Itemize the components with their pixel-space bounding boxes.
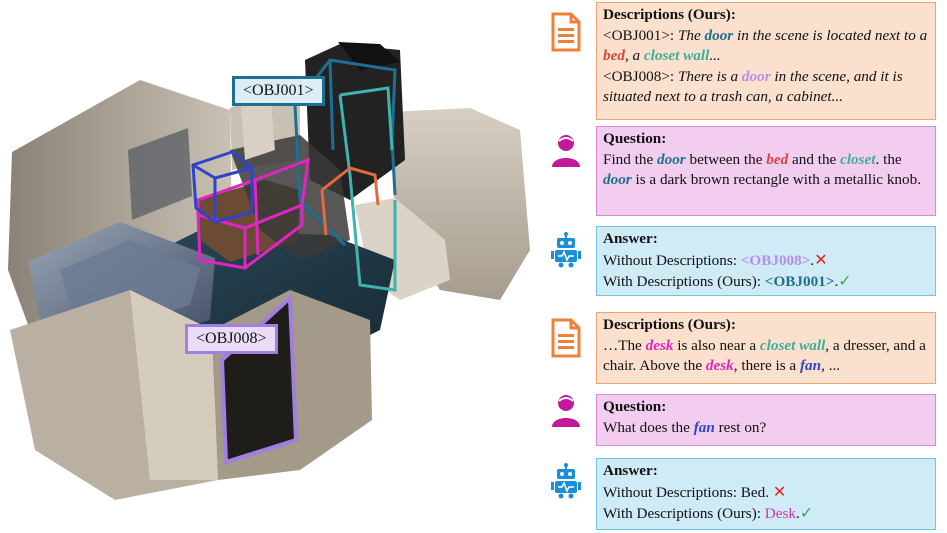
question-panel-2: Question: What does the fan rest on?	[596, 394, 936, 446]
check-icon: ✓	[838, 271, 852, 290]
obj008-label: <OBJ008>	[185, 324, 278, 354]
robot-icon	[551, 232, 581, 268]
text-fragment: , a dresser, and a chair. Above the	[603, 336, 926, 375]
keyword-closet: closet	[840, 150, 876, 168]
center-clutter	[230, 135, 350, 260]
keyword-door: door	[657, 150, 686, 168]
text-fragment: …The	[603, 336, 646, 354]
text-fragment: Without Descriptions:	[603, 483, 741, 501]
question-text: What does the fan rest on?	[603, 418, 929, 439]
cross-icon: ✕	[772, 481, 787, 501]
text-fragment: rest on?	[714, 418, 767, 436]
keyword-fan: fan	[693, 418, 715, 436]
keyword-door: door	[741, 67, 771, 85]
text-fragment: is a dark brown rectangle with a metalli…	[631, 171, 922, 188]
text-fragment: . the	[875, 150, 902, 168]
user-icon	[552, 135, 580, 167]
check-icon: ✓	[799, 503, 814, 522]
answer-panel-1: Answer: Without Descriptions: <OBJ008>.✕…	[596, 226, 936, 296]
obj008-bounding-box	[219, 293, 299, 465]
document-icon	[551, 12, 581, 52]
robot-icon	[551, 463, 581, 499]
panel-title: Question:	[603, 130, 667, 147]
text-fragment: What does the	[603, 418, 694, 436]
answer-value: Desk	[764, 505, 797, 522]
cross-icon: ✕	[814, 249, 828, 269]
panel-title: Answer:	[603, 462, 658, 479]
text-fragment: The	[677, 26, 705, 44]
text-fragment: .	[810, 251, 815, 269]
keyword-bed: bed	[603, 47, 625, 64]
panel-title: Answer:	[603, 230, 658, 247]
question-panel-1: Question: Find the door between the bed …	[596, 126, 936, 216]
closet-bounding-box	[338, 86, 397, 292]
object-id: <OBJ001>:	[603, 26, 678, 44]
text-fragment: between the	[685, 150, 767, 168]
text-fragment: .	[834, 273, 839, 290]
answer-without: Without Descriptions: Bed. ✕	[603, 482, 929, 504]
description-text: <OBJ001>: The door in the scene is locat…	[603, 26, 929, 108]
keyword-fan: fan	[799, 357, 822, 374]
keyword-closet-wall: closet wall	[643, 47, 710, 64]
text-fragment: , a	[624, 47, 644, 64]
text-fragment: , ...	[821, 357, 841, 374]
text-fragment: and the	[788, 150, 841, 168]
keyword-door: door	[603, 171, 632, 188]
descriptions-panel-2: Descriptions (Ours): …The desk is also n…	[596, 312, 936, 384]
text-fragment: ...	[709, 47, 721, 64]
answer-panel-2: Answer: Without Descriptions: Bed. ✕ Wit…	[596, 458, 936, 530]
question-text: Find the door between the bed and the cl…	[603, 150, 929, 191]
text-fragment: in the scene is located next to a	[733, 26, 928, 44]
keyword-closet-wall: closet wall	[759, 336, 826, 354]
document-icon	[551, 318, 581, 358]
panel-title: Descriptions (Ours):	[603, 6, 736, 23]
answer-without: Without Descriptions: <OBJ008>.✕	[603, 250, 929, 272]
door-obj008-surface	[222, 300, 296, 460]
window	[128, 128, 192, 220]
room-scene-pointcloud	[8, 42, 530, 500]
text-fragment: Find the	[603, 150, 658, 168]
panel-title: Descriptions (Ours):	[603, 316, 736, 333]
text-fragment: .	[765, 483, 773, 501]
user-icon	[552, 395, 580, 427]
text-fragment: in the scene, and it is situated next to…	[603, 67, 903, 106]
desk-bounding-box	[196, 157, 310, 270]
keyword-desk: desk	[645, 336, 674, 354]
text-fragment: .	[796, 505, 800, 522]
text-fragment: Without Descriptions:	[603, 251, 741, 269]
description-text: …The desk is also near a closet wall, a …	[603, 336, 929, 377]
text-fragment: , there is a	[733, 357, 800, 374]
keyword-bed: bed	[766, 150, 789, 168]
answer-with: With Descriptions (Ours): Desk.✓	[603, 503, 929, 525]
text-fragment: There is a	[677, 67, 742, 85]
black-cabinet-top	[338, 42, 400, 70]
answer-value: <OBJ008>	[740, 251, 811, 269]
answer-value: <OBJ001>	[764, 273, 835, 290]
answer-with: With Descriptions (Ours): <OBJ001>.✓	[603, 271, 929, 293]
keyword-door: door	[704, 26, 734, 44]
keyword-desk: desk	[705, 357, 734, 374]
descriptions-panel-1: Descriptions (Ours): <OBJ001>: The door …	[596, 2, 936, 120]
fan-bounding-box	[191, 150, 254, 224]
wall-near-desk	[240, 90, 275, 160]
text-fragment: With Descriptions (Ours):	[603, 273, 765, 290]
panel-title: Question:	[603, 398, 667, 415]
bed-bounding-box	[320, 166, 380, 236]
obj001-label: <OBJ001>	[232, 76, 325, 106]
answer-value: Bed	[740, 483, 766, 501]
object-id: <OBJ008>:	[603, 67, 678, 85]
text-fragment: is also near a	[673, 336, 760, 354]
text-fragment: With Descriptions (Ours):	[603, 505, 765, 522]
